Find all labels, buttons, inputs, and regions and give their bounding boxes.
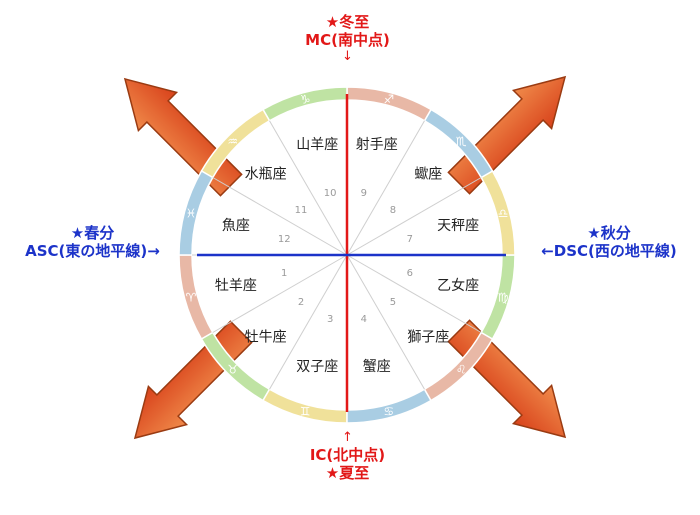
ic-arrow-icon: ↑: [342, 430, 353, 445]
zodiac-glyph-icon: ♏: [456, 134, 467, 148]
house-number: 3: [327, 314, 333, 325]
winter-solstice-text: ★冬至: [325, 13, 370, 31]
zodiac-glyph-icon: ♋: [383, 404, 394, 418]
sign-label: 蠍座: [414, 167, 442, 183]
arrow-top-right: [447, 75, 567, 195]
house-divider: [269, 254, 348, 390]
mc-label: ★冬至 MC(南中点) ↓: [280, 13, 415, 65]
house-divider: [212, 177, 348, 256]
house-number: 11: [295, 205, 308, 216]
sign-label: 射手座: [356, 137, 398, 153]
zodiac-glyph-icon: ♌: [456, 363, 467, 377]
sign-label: 山羊座: [296, 137, 338, 153]
house-divider: [346, 177, 482, 256]
vernal-equinox-text: ★春分: [70, 224, 115, 242]
sign-label: 牡牛座: [245, 329, 287, 345]
house-divider: [346, 254, 425, 390]
zodiac-glyph-icon: ♑: [300, 93, 311, 107]
ic-label: ↑ IC(北中点) ★夏至: [280, 430, 415, 482]
sign-label: 水瓶座: [245, 167, 287, 183]
sign-label: 魚座: [222, 218, 250, 234]
zodiac-glyph-icon: ♒: [227, 134, 238, 148]
sign-label: 乙女座: [437, 277, 479, 294]
arrow-bottom-right: [447, 319, 567, 439]
mc-text: MC(南中点): [305, 31, 390, 49]
house-number: 6: [407, 268, 413, 279]
zodiac-glyph-icon: ♎: [498, 207, 509, 221]
house-number: 10: [324, 188, 337, 199]
house-number: 2: [298, 297, 304, 308]
zodiac-glyph-icon: ♉: [227, 363, 238, 377]
zodiac-glyph-icon: ♓: [186, 207, 197, 221]
house-number: 7: [407, 234, 413, 245]
house-number: 9: [361, 188, 367, 199]
zodiac-glyph-icon: ♍: [498, 290, 509, 304]
sign-label: 天秤座: [437, 218, 479, 234]
house-number: 4: [361, 314, 367, 325]
ring-segment: [178, 169, 214, 256]
zodiac-glyph-icon: ♈: [186, 290, 197, 304]
arrow-bottom-left: [133, 320, 253, 440]
house-divider: [346, 120, 425, 256]
sign-label: 獅子座: [407, 329, 449, 345]
house-divider: [346, 254, 482, 333]
house-number: 1: [281, 268, 287, 279]
ic-text: IC(北中点): [309, 445, 386, 464]
dsc-label: ★秋分 ←DSC(西の地平線): [525, 224, 693, 260]
sign-label: 蟹座: [363, 359, 391, 375]
house-number: 12: [278, 234, 291, 245]
dsc-text: ←DSC(西の地平線): [541, 242, 677, 260]
zodiac-glyph-icon: ♊: [300, 404, 311, 418]
mc-arrow-icon: ↓: [342, 49, 353, 64]
zodiac-glyph-icon: ♐: [383, 93, 394, 107]
house-divider: [269, 120, 348, 256]
sign-label: 双子座: [296, 359, 338, 375]
house-divider: [212, 254, 348, 333]
house-number: 5: [390, 297, 396, 308]
house-number: 8: [390, 205, 396, 216]
summer-solstice-text: ★夏至: [325, 463, 370, 482]
asc-text: ASC(東の地平線)→: [25, 242, 160, 260]
asc-label: ★春分 ASC(東の地平線)→: [10, 224, 175, 260]
autumnal-equinox-text: ★秋分: [587, 224, 631, 242]
sign-label: 牡羊座: [215, 278, 257, 294]
arrow-top-left: [123, 77, 243, 197]
